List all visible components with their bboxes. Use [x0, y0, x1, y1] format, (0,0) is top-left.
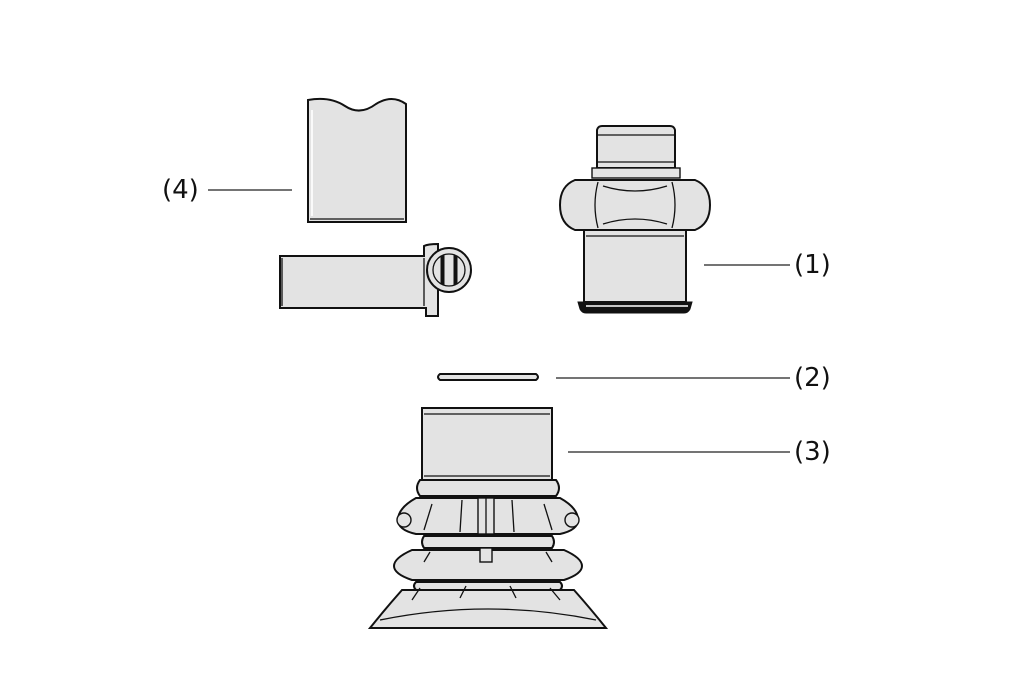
label-item-2: (2) — [794, 363, 831, 393]
tube-stub — [307, 97, 407, 223]
clamp-screw — [426, 247, 472, 293]
sealing-ring — [437, 373, 539, 381]
label-item-4: (4) — [162, 175, 199, 205]
clamp-bracket — [279, 242, 439, 317]
bellows-suction-cup — [367, 407, 609, 629]
label-item-3: (3) — [794, 437, 831, 467]
label-item-1: (1) — [794, 250, 831, 280]
threaded-connector — [558, 125, 712, 314]
